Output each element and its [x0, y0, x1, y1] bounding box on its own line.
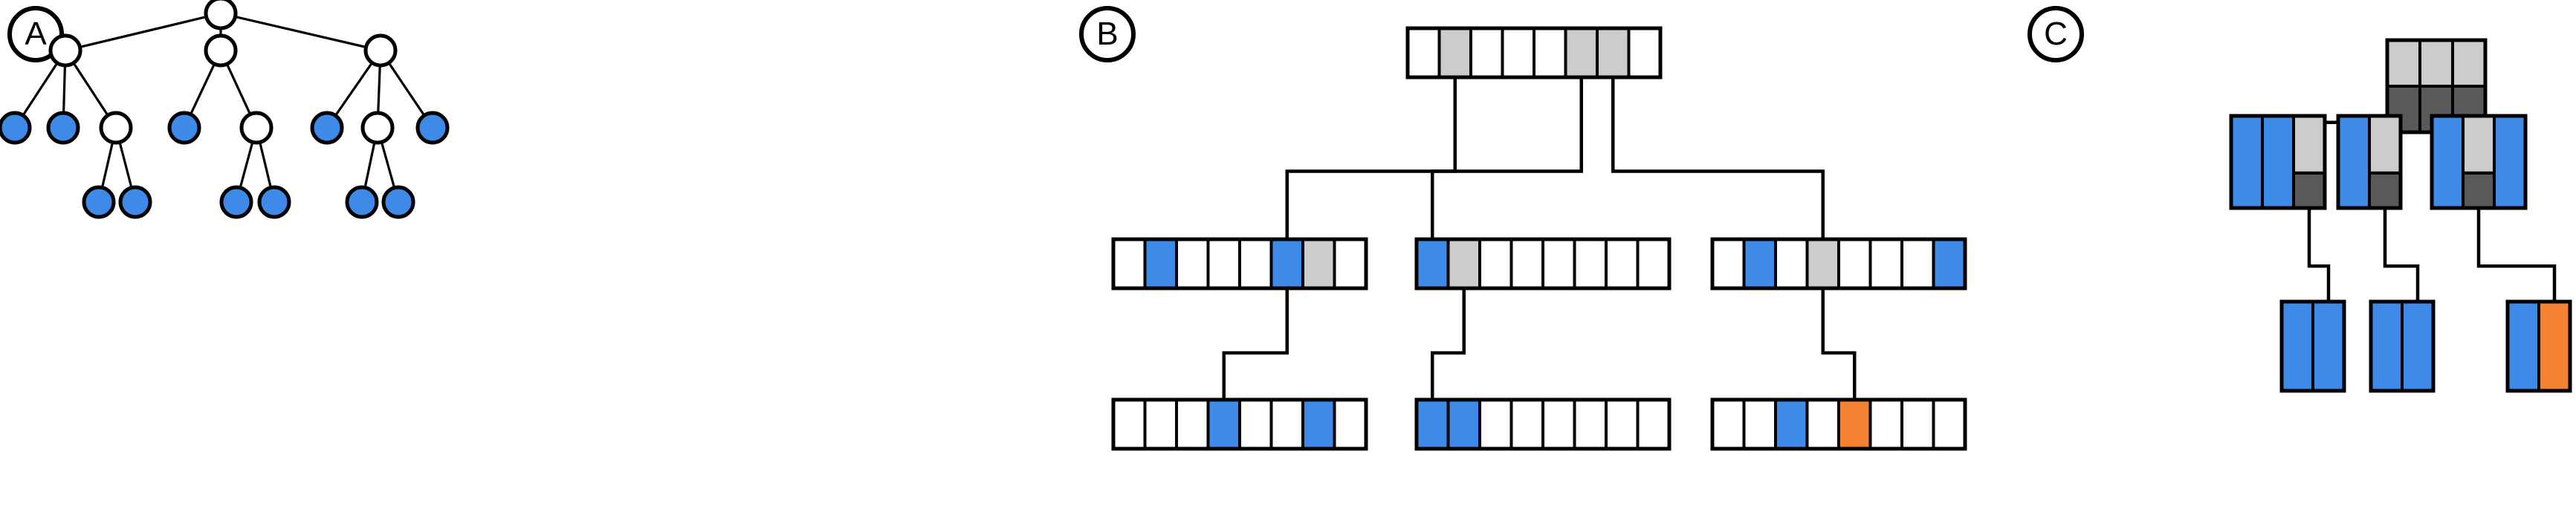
compressed-connector: [2476, 206, 2557, 304]
strip-cell[interactable]: [1446, 398, 1481, 450]
tree-node-internal[interactable]: [204, 33, 238, 68]
block-cell[interactable]: [2337, 114, 2371, 210]
block-cell-top[interactable]: [2462, 114, 2496, 175]
block-cell[interactable]: [2369, 300, 2404, 392]
strip-outline: [1710, 397, 1967, 451]
block-cell-top[interactable]: [2292, 114, 2326, 175]
panel-b-graph: [1111, 26, 1967, 451]
block-outline: [2369, 299, 2436, 393]
panel-a: A: [0, 0, 1041, 526]
strip-outline: [1405, 26, 1663, 79]
block-cell-bottom[interactable]: [2292, 171, 2326, 210]
strip-cell[interactable]: [1932, 238, 1967, 290]
tree-node-leaf[interactable]: [0, 111, 32, 145]
panel-b-label: B: [1079, 6, 1136, 62]
block-outline: [2430, 114, 2528, 210]
compressed-leaf-block[interactable]: [2279, 299, 2346, 393]
block-cell[interactable]: [2230, 114, 2264, 210]
tree-node-leaf[interactable]: [167, 111, 201, 145]
panel-c-label: C: [2028, 6, 2084, 62]
tree-node-internal[interactable]: [363, 33, 398, 68]
compressed-connector: [2383, 206, 2420, 304]
tree-edge: [220, 12, 381, 52]
root-cell-top[interactable]: [2418, 39, 2454, 88]
compressed-leaf-block[interactable]: [2369, 299, 2436, 393]
block-cell-bottom[interactable]: [2368, 171, 2402, 210]
tree-node-leaf[interactable]: [257, 185, 291, 219]
bitmap-strip[interactable]: [1111, 397, 1368, 451]
strip-outline: [1111, 397, 1368, 451]
block-outline: [2279, 299, 2346, 393]
tree-edge: [65, 12, 221, 52]
strip-outline: [1111, 237, 1368, 290]
strip-cell[interactable]: [1478, 398, 1513, 450]
panel-b: B: [1079, 6, 1967, 451]
tree-node-leaf[interactable]: [118, 185, 152, 219]
block-outline: [2229, 114, 2327, 210]
block-cell[interactable]: [2430, 114, 2465, 210]
strip-outline: [1414, 397, 1672, 451]
strip-connector: [1431, 286, 1466, 402]
tree-node-internal[interactable]: [48, 33, 82, 68]
bitmap-strip[interactable]: [1710, 237, 1967, 290]
block-cell[interactable]: [2493, 114, 2527, 210]
compressed-middle-block[interactable]: [2336, 114, 2403, 210]
panel-a-graph: [0, 0, 450, 219]
strip-connector: [1611, 75, 1825, 241]
tree-node-internal[interactable]: [239, 111, 274, 145]
block-cell[interactable]: [2506, 300, 2540, 392]
bitmap-strip[interactable]: [1414, 397, 1672, 451]
block-cell-bottom[interactable]: [2462, 171, 2496, 210]
strip-connector: [1222, 286, 1289, 402]
bitmap-strip[interactable]: [1710, 397, 1967, 451]
strip-cell[interactable]: [1415, 398, 1450, 450]
block-outline: [2336, 114, 2403, 210]
block-outline: [2505, 299, 2572, 393]
strip-connector: [1285, 75, 1457, 241]
tree-node-internal[interactable]: [204, 0, 238, 30]
block-cell[interactable]: [2261, 114, 2295, 210]
tree-node-leaf[interactable]: [415, 111, 450, 145]
compressed-leaf-block[interactable]: [2505, 299, 2572, 393]
tree-node-leaf[interactable]: [310, 111, 344, 145]
root-cell-top[interactable]: [2451, 39, 2487, 88]
tree-node-leaf[interactable]: [46, 111, 80, 145]
compressed-middle-block[interactable]: [2430, 114, 2528, 210]
tree-node-leaf[interactable]: [82, 185, 116, 219]
block-cell[interactable]: [2537, 300, 2572, 392]
bitmap-strip[interactable]: [1111, 237, 1368, 290]
tree-node-leaf[interactable]: [345, 185, 379, 219]
strip-outline: [1710, 237, 1967, 290]
block-cell[interactable]: [2401, 300, 2435, 392]
root-cell-top[interactable]: [2386, 39, 2421, 88]
block-cell-top[interactable]: [2368, 114, 2402, 175]
tree-node-leaf[interactable]: [381, 185, 415, 219]
tree-node-leaf[interactable]: [219, 185, 253, 219]
bitmap-strip[interactable]: [1405, 26, 1663, 79]
block-cell[interactable]: [2311, 300, 2346, 392]
strip-connector: [1821, 286, 1857, 402]
strip-cell[interactable]: [1564, 27, 1599, 79]
compressed-connector: [2307, 206, 2331, 304]
tree-node-internal[interactable]: [99, 111, 133, 145]
compressed-middle-block[interactable]: [2229, 114, 2327, 210]
panel-a-label: A: [7, 6, 64, 62]
strip-connector: [1431, 75, 1583, 241]
block-cell[interactable]: [2280, 300, 2314, 392]
bitmap-strip[interactable]: [1414, 237, 1672, 290]
strip-outline: [1414, 237, 1672, 290]
tree-node-internal[interactable]: [360, 111, 395, 145]
